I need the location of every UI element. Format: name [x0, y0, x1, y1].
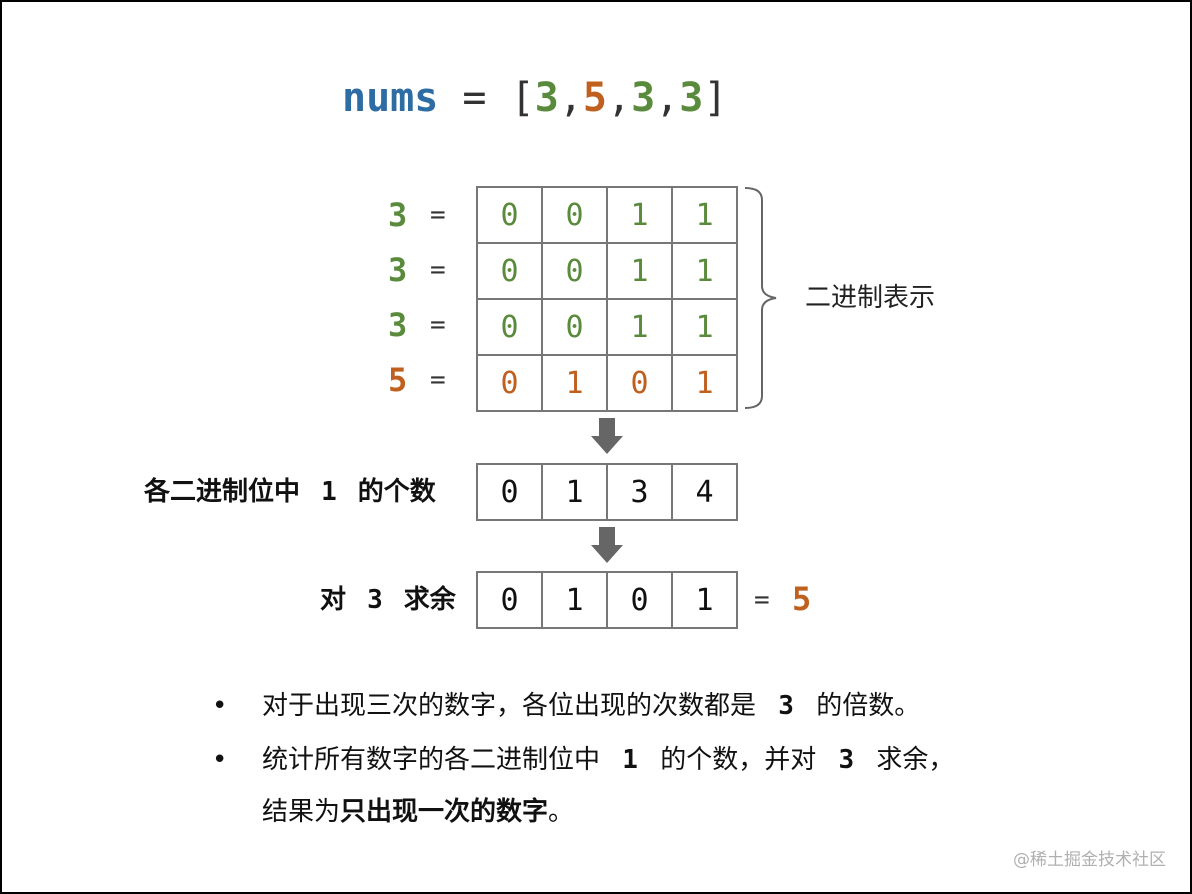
bit-cell: 0	[476, 354, 543, 412]
note-line-3: 结果为只出现一次的数字。	[262, 794, 574, 830]
title-eq: =	[462, 75, 487, 121]
bit-cell: 1	[671, 298, 738, 356]
count-label-a: 各二进制位中	[144, 477, 301, 507]
bit-cell: 0	[476, 242, 543, 300]
mod-grid: 0 1 0 1	[476, 571, 738, 629]
count-cell: 0	[476, 463, 543, 521]
note2-text-b: 的个数，并对	[660, 745, 817, 775]
bit-cell: 1	[606, 298, 673, 356]
binary-grid: 0 0 1 1 0 0 1 1 0 0 1 1 0 1 0 1	[476, 186, 738, 412]
mod-cell: 0	[606, 571, 673, 629]
note3-bold: 只出现一次的数字	[340, 797, 549, 827]
title-close-bracket: ]	[703, 75, 728, 121]
down-arrow-icon	[591, 418, 623, 454]
mod-label-b: 求余	[403, 585, 456, 615]
note3-text-a: 结果为	[262, 797, 341, 827]
count-label-b: 的个数	[357, 477, 436, 507]
nums-expression: nums = [3,5,3,3]	[342, 72, 727, 124]
nums-item: 3	[631, 75, 656, 121]
binary-row-eq: =	[430, 255, 446, 285]
binary-row-eq: =	[430, 310, 446, 340]
title-sep: ,	[655, 75, 680, 121]
bit-cell: 1	[671, 242, 738, 300]
count-cell: 4	[671, 463, 738, 521]
title-sep: ,	[558, 75, 583, 121]
binary-row: 0 0 1 1	[476, 242, 738, 300]
bit-cell: 1	[606, 242, 673, 300]
mod-eq: =	[754, 585, 770, 615]
bullet-dot: •	[212, 745, 228, 775]
note1-text-a: 对于出现三次的数字，各位出现的次数都是	[262, 691, 757, 721]
nums-item: 3	[679, 75, 704, 121]
mod-cell: 1	[541, 571, 608, 629]
mod-row-label: 对 3 求余	[320, 580, 456, 620]
down-arrow-icon	[591, 527, 623, 563]
binary-row-eq: =	[430, 200, 446, 230]
bit-cell: 0	[476, 186, 543, 244]
count-cell: 3	[606, 463, 673, 521]
binary-row: 0 1 0 1	[476, 354, 738, 412]
note-line-1: 对于出现三次的数字，各位出现的次数都是 3 的倍数。	[262, 688, 920, 724]
bit-cell: 1	[671, 354, 738, 412]
note3-text-b: 。	[548, 797, 575, 827]
note1-text-b: 的倍数。	[816, 691, 921, 721]
note2-text-c: 求余，	[876, 745, 955, 775]
bit-cell: 0	[606, 354, 673, 412]
right-brace-icon	[744, 187, 777, 409]
count-row-label: 各二进制位中 1 的个数	[144, 472, 436, 512]
binary-row-label: 3	[388, 196, 408, 234]
bullet-dot: •	[212, 691, 228, 721]
bit-cell: 0	[541, 186, 608, 244]
bit-cell: 0	[541, 242, 608, 300]
note2-text-a: 统计所有数字的各二进制位中	[262, 745, 601, 775]
note2-num-2: 3	[838, 745, 855, 775]
count-label-num: 1	[321, 477, 337, 507]
mod-cell: 1	[671, 571, 738, 629]
count-grid: 0 1 3 4	[476, 463, 738, 521]
title-sep: ,	[606, 75, 632, 121]
binary-row-eq: =	[430, 365, 446, 395]
bit-cell: 0	[476, 298, 543, 356]
mod-label-a: 对	[320, 585, 347, 615]
nums-item: 3	[534, 75, 559, 121]
nums-item: 5	[582, 75, 607, 121]
binary-row: 0 0 1 1	[476, 298, 738, 356]
bit-cell: 0	[541, 298, 608, 356]
note2-num-1: 1	[622, 745, 638, 775]
mod-row: 0 1 0 1	[476, 571, 738, 629]
mod-cell: 0	[476, 571, 543, 629]
title-open-bracket: [	[510, 75, 535, 121]
nums-var: nums	[342, 75, 439, 121]
count-row: 0 1 3 4	[476, 463, 738, 521]
binary-row: 0 0 1 1	[476, 186, 738, 244]
mod-label-num: 3	[367, 585, 383, 615]
bit-cell: 1	[606, 186, 673, 244]
note-line-2: 统计所有数字的各二进制位中 1 的个数，并对 3 求余，	[262, 742, 954, 778]
binary-row-label: 3	[388, 251, 408, 289]
note1-num: 3	[778, 691, 794, 721]
brace-label: 二进制表示	[805, 283, 936, 313]
watermark: @稀土掘金技术社区	[1013, 850, 1166, 870]
bit-cell: 1	[671, 186, 738, 244]
count-cell: 1	[541, 463, 608, 521]
binary-row-label: 3	[388, 306, 408, 344]
mod-result: 5	[792, 580, 812, 618]
binary-row-label: 5	[388, 361, 408, 399]
bit-cell: 1	[541, 354, 608, 412]
